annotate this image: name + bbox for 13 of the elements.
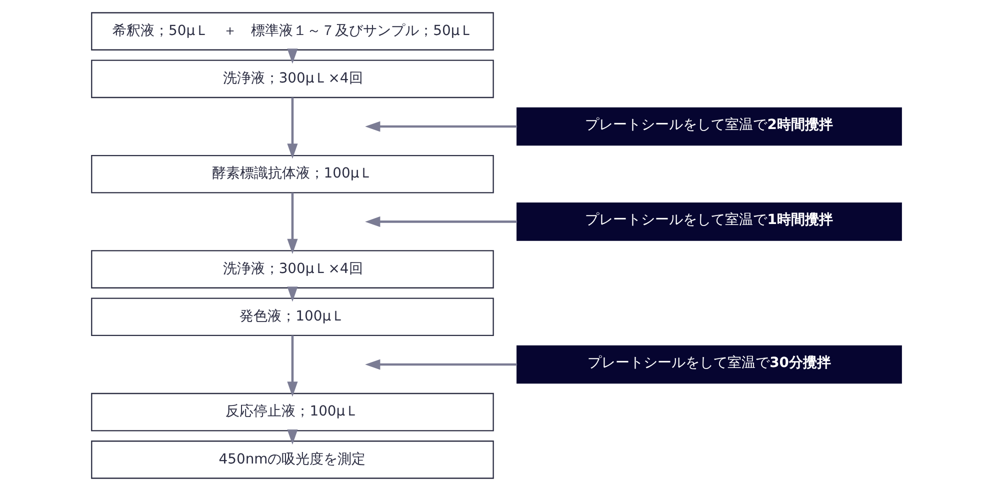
arrow [364,359,516,370]
arrow [286,98,298,159]
node-box: 発色液；100μＬ [90,298,494,336]
node-box: 洗浄液；300μＬ×4回 [90,60,494,98]
node-box: 450nmの吸光度を測定 [90,440,494,479]
arrow [286,192,298,254]
arrow [364,121,516,132]
arrow [364,216,516,227]
node-box: 酵素標識抗体液；100μＬ [90,154,494,194]
arrow [286,336,298,397]
node-box: プレートシールをして室温で2時間攪拌 [516,107,902,146]
node-box: プレートシールをして室温で1時間攪拌 [516,202,902,241]
node-box: プレートシールをして室温で30分攪拌 [516,345,902,384]
